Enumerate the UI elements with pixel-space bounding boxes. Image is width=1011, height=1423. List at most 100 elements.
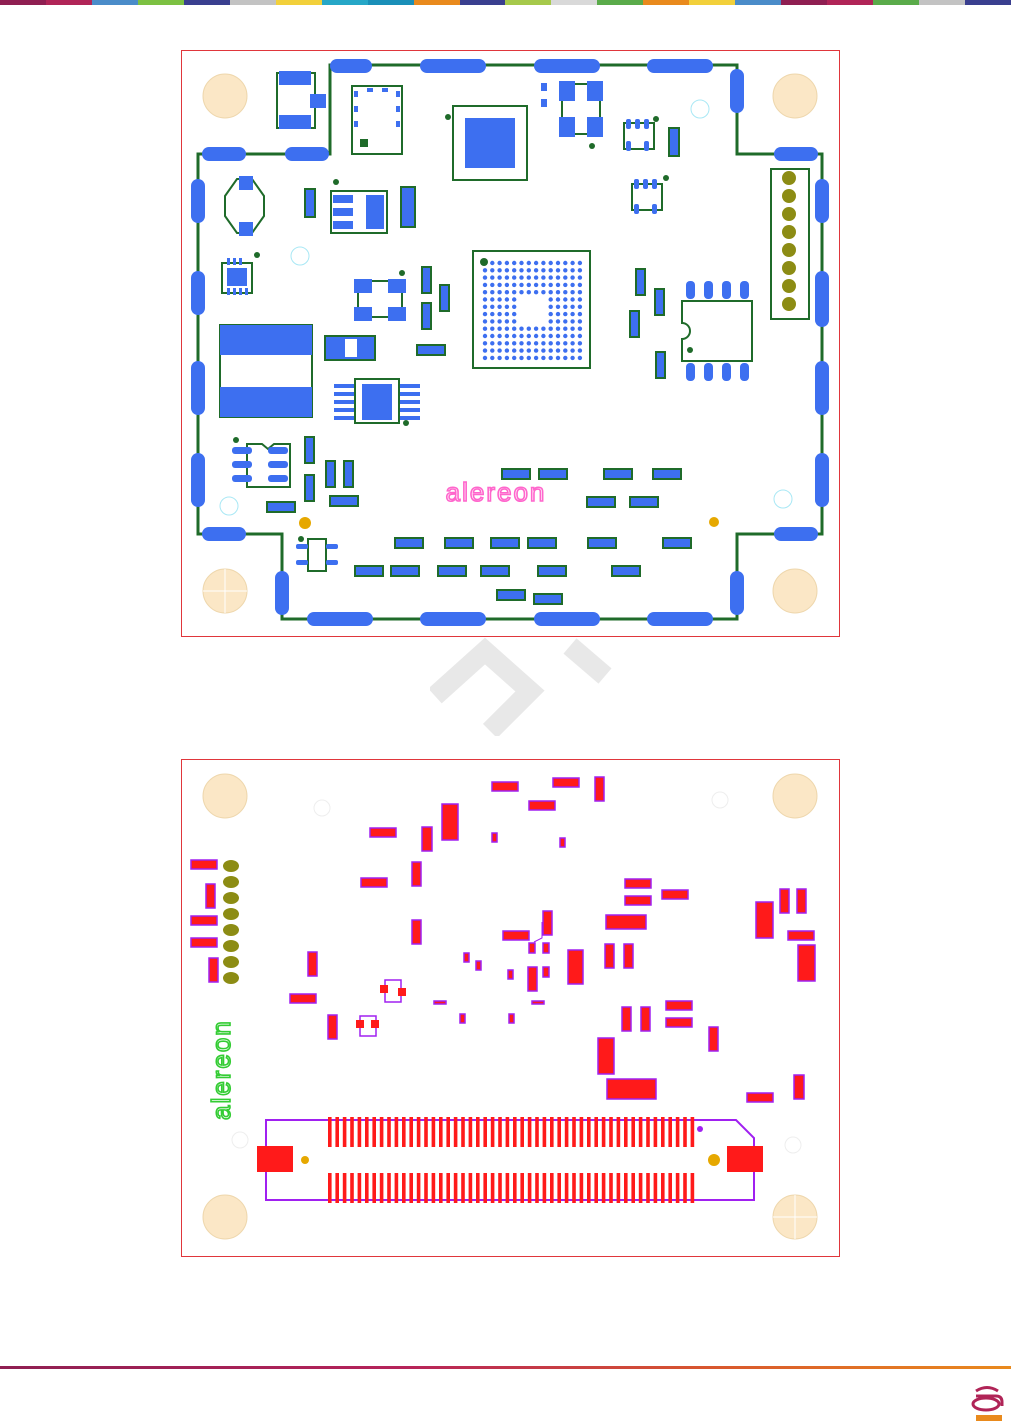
- connector-pin: [506, 1173, 510, 1203]
- bga-ball: [541, 268, 545, 272]
- bga-ball: [556, 356, 560, 360]
- connector-pin: [602, 1173, 606, 1203]
- connector-pin: [661, 1117, 665, 1147]
- bga-ball: [578, 297, 582, 301]
- connector-pin: [439, 1117, 443, 1147]
- bga-ball: [497, 305, 501, 309]
- connector-pin: [609, 1117, 613, 1147]
- color-bar-segment: [46, 0, 92, 5]
- connector-pin: [454, 1117, 458, 1147]
- bga-ball: [549, 348, 553, 352]
- bga-ball: [483, 275, 487, 279]
- bga-ball: [556, 290, 560, 294]
- bga-ball: [519, 341, 523, 345]
- bga-ball: [549, 312, 553, 316]
- bga-ball: [534, 356, 538, 360]
- bga-ball: [490, 312, 494, 316]
- connector-pin: [520, 1117, 524, 1147]
- connector-pin: [469, 1173, 473, 1203]
- connector-pin: [476, 1117, 480, 1147]
- bga-ball: [490, 319, 494, 323]
- bga-ball: [534, 334, 538, 338]
- connector-pin: [520, 1173, 524, 1203]
- connector-pin: [409, 1117, 413, 1147]
- bga-ball: [527, 290, 531, 294]
- bga-ball: [549, 319, 553, 323]
- connector-pin: [587, 1173, 591, 1203]
- connector-pin: [691, 1117, 695, 1147]
- pcb-top-drawing: alereon: [182, 51, 839, 636]
- bga-ball: [556, 268, 560, 272]
- connector-pin: [454, 1173, 458, 1203]
- bga-ball: [556, 305, 560, 309]
- bga-ball: [483, 290, 487, 294]
- bga-ball: [570, 341, 574, 345]
- bga-ball: [505, 341, 509, 345]
- mount-hole: [773, 74, 817, 118]
- bga-ball: [483, 341, 487, 345]
- connector-pin: [380, 1117, 384, 1147]
- bga-ball: [563, 341, 567, 345]
- connector-pin: [402, 1117, 406, 1147]
- connector-pin: [446, 1173, 450, 1203]
- bga-ball: [505, 319, 509, 323]
- bga-ball: [578, 334, 582, 338]
- bga-ball: [549, 290, 553, 294]
- connector-pin: [446, 1117, 450, 1147]
- bga-ball: [556, 261, 560, 265]
- bga-ball: [490, 348, 494, 352]
- bga-ball: [505, 312, 509, 316]
- bga-ball: [505, 283, 509, 287]
- connector-pin: [535, 1117, 539, 1147]
- bga-ball: [527, 348, 531, 352]
- watermark-graphic: [430, 636, 620, 736]
- connector-pin: [483, 1117, 487, 1147]
- bga-ball: [563, 297, 567, 301]
- footer-rule: [0, 1366, 1011, 1369]
- connector-pin: [557, 1117, 561, 1147]
- bga-ball: [497, 319, 501, 323]
- bga-ball: [519, 356, 523, 360]
- bga-ball: [483, 327, 487, 331]
- connector-pin: [380, 1173, 384, 1203]
- connector-pin: [513, 1173, 517, 1203]
- bga-ball: [556, 334, 560, 338]
- color-bar-segment: [735, 0, 781, 5]
- bga-ball: [512, 275, 516, 279]
- bga-ball: [563, 261, 567, 265]
- bga-ball: [512, 356, 516, 360]
- color-bar-segment: [230, 0, 276, 5]
- bga-ball: [512, 319, 516, 323]
- bga-ball: [512, 305, 516, 309]
- bga-ball: [527, 341, 531, 345]
- bga-ball: [490, 261, 494, 265]
- connector-pin: [350, 1117, 354, 1147]
- color-bar-segment: [689, 0, 735, 5]
- bga-ball: [556, 327, 560, 331]
- bga-ball: [570, 275, 574, 279]
- bga-ball: [541, 334, 545, 338]
- bga-ball: [556, 341, 560, 345]
- bga-ball: [490, 327, 494, 331]
- bga-ball: [578, 261, 582, 265]
- bga-ball: [497, 334, 501, 338]
- connector-pin: [461, 1173, 465, 1203]
- bga-ball: [541, 275, 545, 279]
- bga-ball: [534, 275, 538, 279]
- color-bar-segment: [92, 0, 138, 5]
- connector-pin: [550, 1173, 554, 1203]
- bga-ball: [512, 297, 516, 301]
- color-bar-segment: [827, 0, 873, 5]
- mount-hole: [203, 774, 247, 818]
- connector-pin: [631, 1173, 635, 1203]
- bga-ball: [497, 327, 501, 331]
- bga-ball: [541, 290, 545, 294]
- bga-ball: [490, 334, 494, 338]
- bga-ball: [490, 283, 494, 287]
- bga-ball: [519, 261, 523, 265]
- bga-ball: [556, 275, 560, 279]
- bga-ball: [483, 356, 487, 360]
- connector-pin: [358, 1117, 362, 1147]
- bga-ball: [505, 356, 509, 360]
- bga-ball: [497, 275, 501, 279]
